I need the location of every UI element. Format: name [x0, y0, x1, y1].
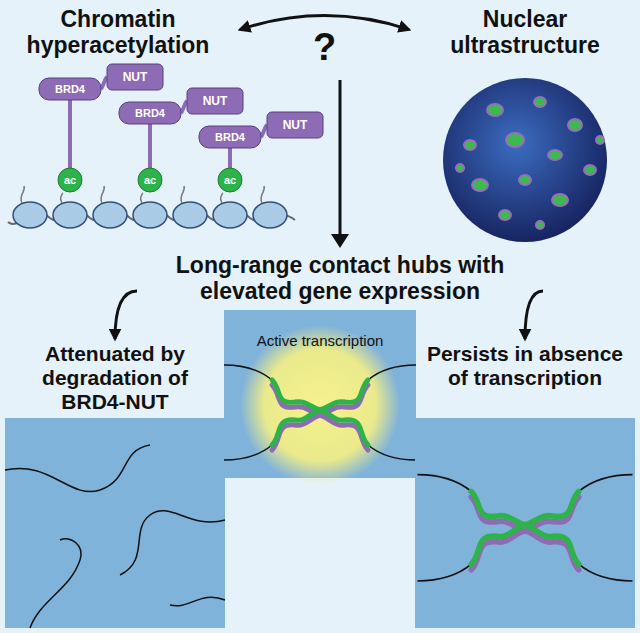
molecule-label: NUT — [283, 118, 308, 132]
nucleosomes — [13, 202, 287, 228]
down-arrowhead — [331, 234, 349, 248]
heading-text: Nuclear ultrastructure — [415, 4, 635, 61]
connector-arrow — [525, 291, 543, 339]
molecule-label: ac — [224, 174, 236, 186]
node-text: Nuclear ultrastructure — [419, 6, 631, 59]
node-text: Attenuated by degradation of BRD4-NUT — [13, 342, 217, 414]
molecule-label: NUT — [203, 94, 228, 108]
hub-text: Long-range contact hubs with elevated ge… — [140, 250, 540, 307]
center-panel-node: Active transcription — [224, 310, 416, 478]
heading-text: Chromatin hyperacetylation — [2, 4, 234, 61]
node-text: Chromatin hyperacetylation — [6, 6, 230, 59]
molecule-label: ac — [144, 174, 156, 186]
panel-node: Persists in absence of transcription — [415, 342, 635, 628]
molecule-label: NUT — [123, 70, 148, 84]
contact-hub — [417, 475, 632, 581]
contact-hub — [224, 365, 416, 460]
left-chromatin — [5, 445, 225, 628]
node-text: Long-range contact hubs with elevated ge… — [144, 252, 536, 305]
node-text: Active transcription — [232, 332, 408, 349]
molecule-label: BRD4 — [55, 83, 85, 95]
brd4-nut-proteins — [39, 64, 323, 192]
molecule-label: BRD4 — [135, 107, 165, 119]
left-panel — [5, 418, 225, 628]
node-text: Persists in absence of transcription — [423, 342, 627, 390]
edge-label: ? — [313, 28, 336, 66]
nuclear-foci — [456, 97, 604, 229]
panel-node: Attenuated by degradation of BRD4-NUT — [5, 342, 225, 628]
right-panel — [415, 418, 635, 628]
molecule-label: ac — [64, 174, 76, 186]
connector-arrow — [115, 291, 137, 339]
nucleus — [443, 78, 607, 242]
down-arrow — [339, 80, 342, 236]
molecule-label: BRD4 — [215, 131, 245, 143]
